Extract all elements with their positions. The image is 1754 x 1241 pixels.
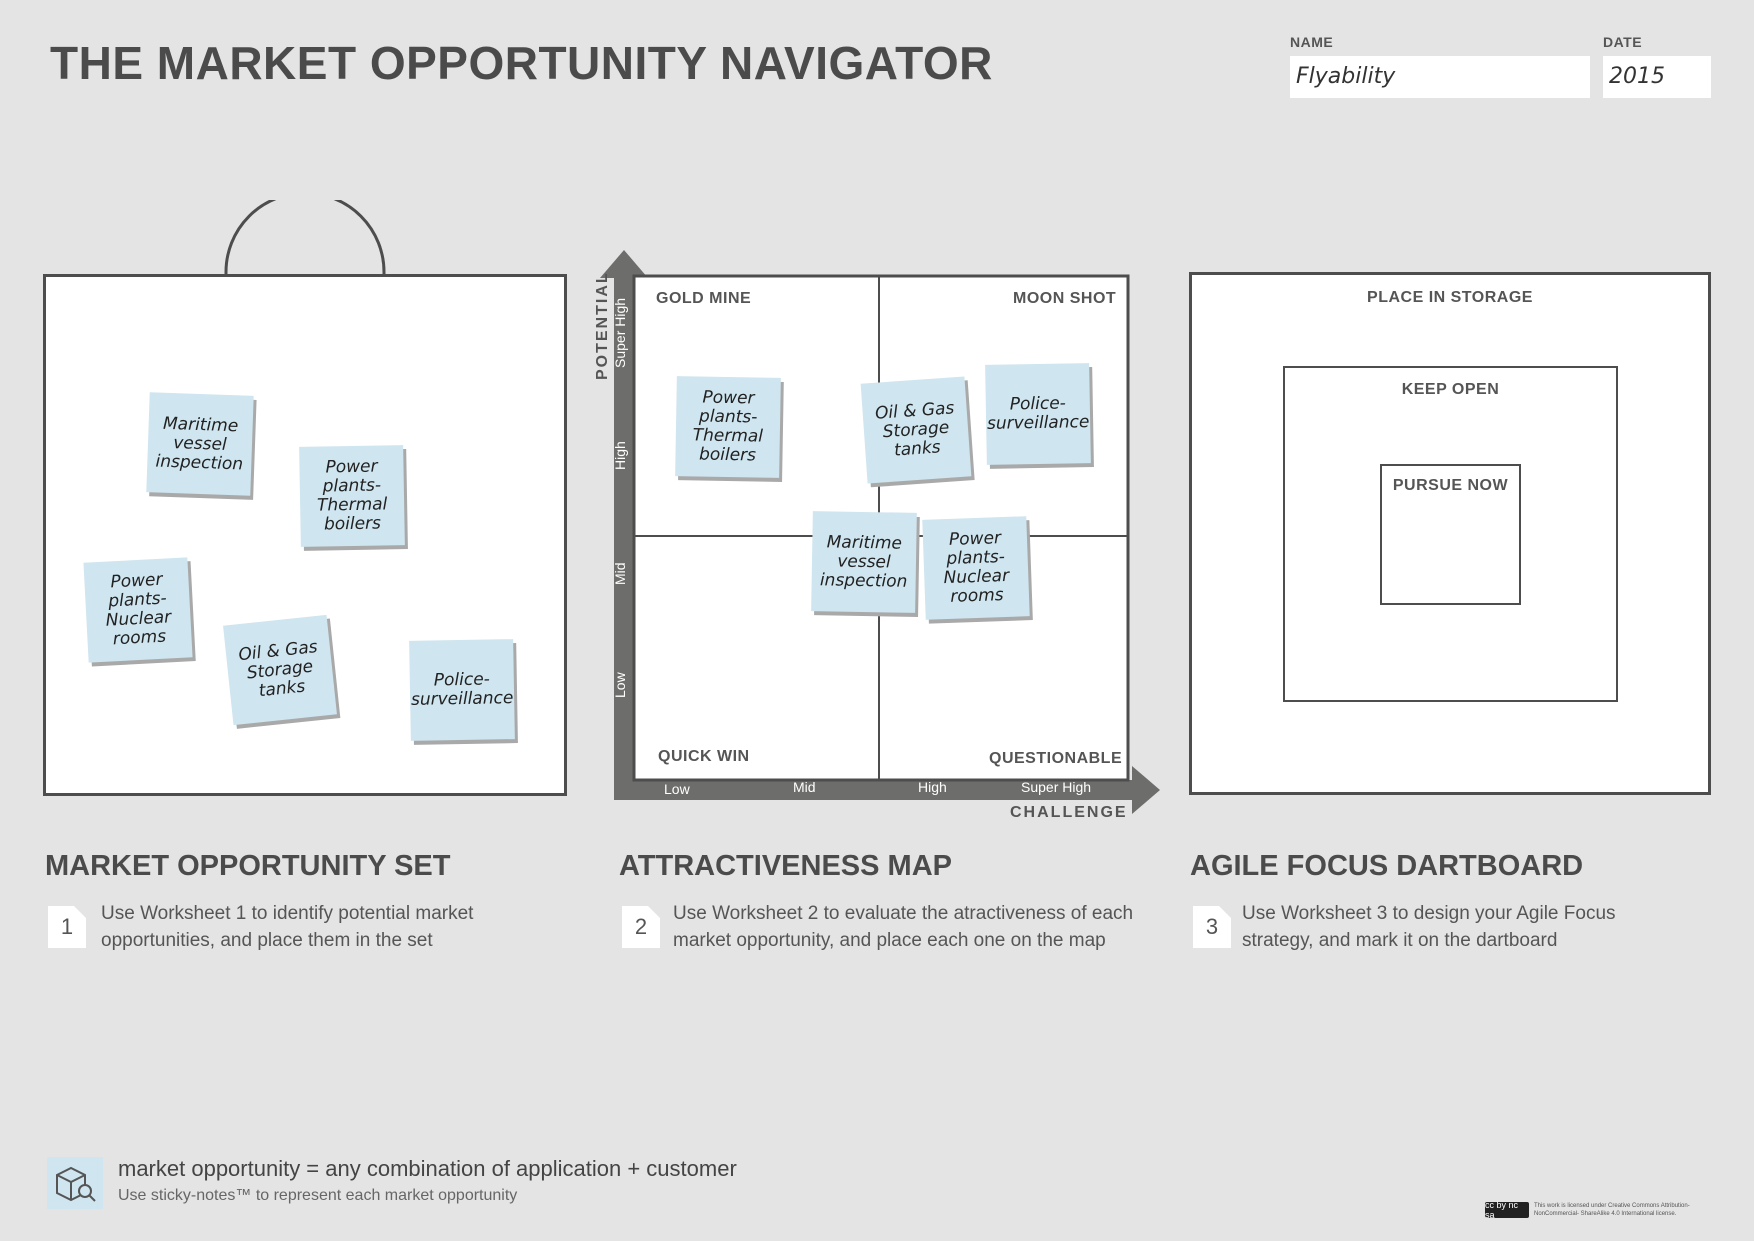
sticky-note[interactable]: Power plants- Nuclear rooms	[83, 557, 193, 663]
quadrant-gold-mine: GOLD MINE	[656, 290, 752, 307]
step-text-line: Use Worksheet 2 to evaluate the atractiv…	[673, 903, 1134, 924]
step-text-line: Use Worksheet 1 to identify potential ma…	[101, 903, 474, 924]
dartboard-inner[interactable]	[1380, 464, 1521, 605]
sticky-note[interactable]: Maritime vessel inspection	[811, 511, 917, 613]
step-number-3: 3	[1193, 906, 1231, 948]
quadrant-questionable: QUESTIONABLE	[989, 750, 1123, 767]
sticky-note[interactable]: Maritime vessel inspection	[146, 392, 254, 496]
step-number-1: 1	[48, 906, 86, 948]
step-instructions-2: Use Worksheet 2 to evaluate the atractiv…	[673, 900, 1133, 954]
x-tick-label: Low	[664, 781, 690, 797]
x-tick-label: Super High	[1021, 779, 1092, 795]
dartboard-middle-label: KEEP OPEN	[1401, 381, 1500, 398]
x-axis-title: CHALLENGE	[1010, 804, 1128, 821]
dartboard-inner-label: PURSUE NOW	[1392, 477, 1509, 494]
sticky-note[interactable]: Power plants- Thermal boilers	[299, 445, 405, 547]
section-title-agile-focus-dartboard: AGILE FOCUS DARTBOARD	[1190, 850, 1584, 882]
sticky-note[interactable]: Police- surveillance	[409, 639, 515, 741]
page-title: THE MARKET OPPORTUNITY NAVIGATOR	[50, 37, 993, 89]
license-text: This work is licensed under Creative Com…	[1534, 1203, 1690, 1217]
name-label: NAME	[1290, 34, 1334, 50]
step-number-2: 2	[622, 906, 660, 948]
sticky-note[interactable]: Power plants- Nuclear rooms	[922, 516, 1030, 620]
y-tick-label: Low	[612, 672, 628, 698]
y-axis-title: POTENTIAL	[594, 271, 611, 380]
creative-commons-icon: cc by nc sa	[1485, 1200, 1529, 1220]
date-label: DATE	[1603, 34, 1643, 50]
sticky-note[interactable]: Power plants- Thermal boilers	[675, 376, 781, 478]
section-title-opportunity-set: MARKET OPPORTUNITY SET	[45, 850, 451, 882]
step-text-line: market opportunity, and place each one o…	[673, 930, 1106, 951]
sticky-note[interactable]: Police- surveillance	[985, 363, 1091, 465]
footer-definition: market opportunity = any combination of …	[118, 1156, 737, 1181]
y-tick-label: High	[612, 441, 628, 470]
step-text-line: strategy, and mark it on the dartboard	[1242, 930, 1558, 951]
quadrant-quick-win: QUICK WIN	[658, 748, 750, 765]
x-tick-label: Mid	[793, 779, 816, 795]
step-text-line: opportunities, and place them in the set	[101, 930, 433, 951]
x-tick-label: High	[918, 779, 947, 795]
sticky-note[interactable]: Oil & Gas Storage tanks	[223, 614, 337, 726]
dartboard-outer-label: PLACE IN STORAGE	[1367, 289, 1533, 306]
step-instructions-1: Use Worksheet 1 to identify potential ma…	[101, 900, 473, 954]
step-instructions-3: Use Worksheet 3 to design your Agile Foc…	[1242, 900, 1616, 954]
sticky-note[interactable]: Oil & Gas Storage tanks	[860, 376, 972, 484]
package-search-icon	[47, 1157, 103, 1209]
y-tick-label: Mid	[612, 562, 628, 585]
quadrant-moon-shot: MOON SHOT	[1013, 290, 1117, 307]
date-field[interactable]: 2015	[1603, 56, 1711, 98]
y-tick-label: Super High	[612, 297, 628, 368]
footer-instruction: Use sticky-notes™ to represent each mark…	[118, 1187, 518, 1204]
name-field[interactable]: Flyability	[1290, 56, 1590, 98]
section-title-attractiveness-map: ATTRACTIVENESS MAP	[619, 850, 952, 882]
step-text-line: Use Worksheet 3 to design your Agile Foc…	[1242, 903, 1616, 924]
